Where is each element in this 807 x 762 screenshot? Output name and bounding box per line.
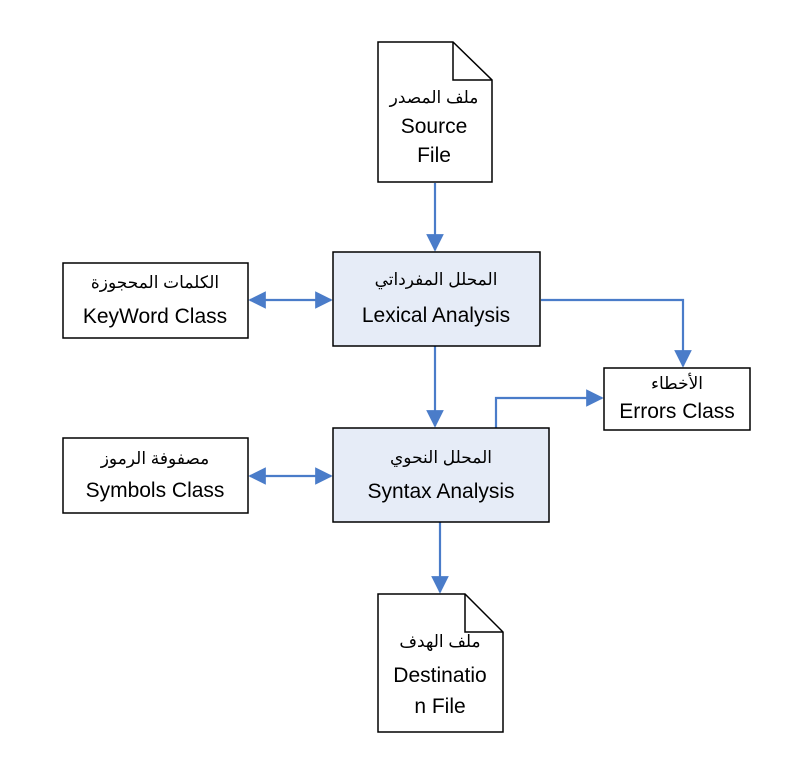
edge-lexical-to-errors	[541, 298, 692, 368]
edge-syntax-to-errors	[494, 389, 604, 430]
symbols-class-label: Symbols Class	[86, 479, 225, 502]
lexical-analysis-node: المحلل المفرداتي Lexical Analysis	[332, 251, 541, 347]
syntax-analysis-label: Syntax Analysis	[367, 480, 514, 503]
connectors	[248, 183, 692, 594]
destination-file-label-line-1: Destinatio	[393, 664, 486, 687]
keyword-class-node: الكلمات المحجوزة KeyWord Class	[62, 262, 249, 339]
source-file-label-line-1: Source	[401, 115, 468, 138]
symbols-class-node: مصفوفة الرموز Symbols Class	[62, 437, 249, 514]
errors-class-arabic-label: الأخطاء	[651, 373, 703, 393]
keyword-class-arabic-label: الكلمات المحجوزة	[91, 273, 219, 292]
errors-class-node: الأخطاء Errors Class	[603, 367, 751, 431]
source-file-label-line-2: File	[417, 144, 451, 167]
document-shape	[377, 593, 504, 733]
symbols-class-arabic-label: مصفوفة الرموز	[100, 449, 210, 468]
lexical-analysis-arabic-label: المحلل المفرداتي	[375, 270, 498, 290]
destination-file-label-line-2: n File	[414, 695, 465, 718]
lexical-analysis-label: Lexical Analysis	[362, 304, 510, 327]
errors-class-label: Errors Class	[619, 400, 735, 423]
destination-file-node: ملف الهدف Destinatio n File	[377, 593, 504, 733]
folded-corner	[464, 594, 503, 633]
syntax-analysis-arabic-label: المحلل النحوي	[390, 448, 492, 468]
folded-corner	[452, 42, 492, 81]
source-file-node: ملف المصدر Source File	[377, 41, 493, 183]
destination-file-arabic-label: ملف الهدف	[399, 632, 480, 652]
source-file-arabic-label: ملف المصدر	[389, 88, 479, 107]
syntax-analysis-node: المحلل النحوي Syntax Analysis	[332, 427, 550, 523]
document-shape	[377, 41, 493, 183]
keyword-class-label: KeyWord Class	[83, 305, 227, 328]
